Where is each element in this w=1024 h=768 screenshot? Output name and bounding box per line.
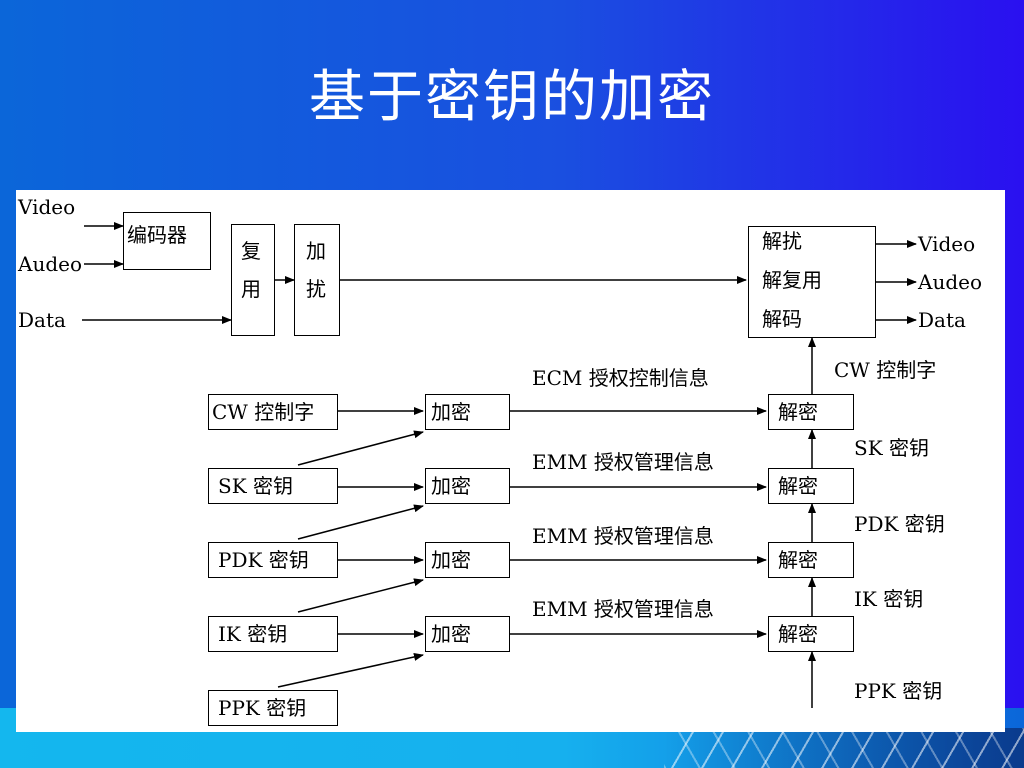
receiver-demux: 解复用 — [762, 268, 822, 292]
pdk-label: PDK 密钥 — [218, 548, 309, 572]
cw-box — [208, 394, 338, 430]
decrypt-label-3: 解密 — [778, 548, 818, 572]
scramble-box — [294, 224, 340, 336]
mux-label-1: 复 — [241, 239, 261, 263]
scramble-label-1: 加 — [306, 239, 326, 263]
mux-box — [231, 224, 275, 336]
decorative-grid — [664, 728, 1024, 768]
receiver-descramble: 解扰 — [762, 229, 802, 253]
encoder-label: 编码器 — [127, 223, 187, 247]
decrypt-label-4: 解密 — [778, 622, 818, 646]
ppk-label: PPK 密钥 — [218, 696, 307, 720]
output-audio-label: Audeo — [918, 270, 983, 294]
sk-box — [208, 468, 338, 504]
input-data-label: Data — [18, 308, 66, 332]
output-data-label: Data — [918, 308, 966, 332]
encrypt-label-4: 加密 — [431, 622, 471, 646]
decrypt-box-2 — [768, 468, 854, 504]
right-pdk-label: PDK 密钥 — [854, 512, 945, 536]
right-ppk-label: PPK 密钥 — [854, 679, 943, 703]
output-video-label: Video — [918, 232, 976, 256]
encrypt-box-4 — [425, 616, 510, 652]
ik-box — [208, 616, 338, 652]
connector-lines — [82, 222, 917, 708]
scramble-label-2: 扰 — [306, 277, 326, 301]
right-sk-label: SK 密钥 — [854, 436, 929, 460]
right-cw-label: CW 控制字 — [834, 358, 937, 382]
emm-message-label-3: EMM 授权管理信息 — [532, 597, 714, 621]
encrypt-label-2: 加密 — [431, 474, 471, 498]
mux-label-2: 用 — [241, 277, 261, 301]
sk-label: SK 密钥 — [218, 474, 293, 498]
slide-title: 基于密钥的加密 — [309, 65, 715, 130]
cw-label: CW 控制字 — [212, 400, 315, 424]
ecm-message-label: ECM 授权控制信息 — [532, 366, 709, 390]
emm-message-label-2: EMM 授权管理信息 — [532, 524, 714, 548]
ik-label: IK 密钥 — [218, 622, 288, 646]
encrypt-label-1: 加密 — [431, 400, 471, 424]
ppk-box — [208, 690, 338, 726]
right-ik-label: IK 密钥 — [854, 587, 924, 611]
decrypt-label-2: 解密 — [778, 474, 818, 498]
emm-message-label-1: EMM 授权管理信息 — [532, 450, 714, 474]
input-audio-label: Audeo — [18, 252, 83, 276]
decrypt-box-3 — [768, 542, 854, 578]
encoder-box — [123, 212, 211, 270]
decrypt-label-1: 解密 — [778, 400, 818, 424]
encrypt-box-2 — [425, 468, 510, 504]
receiver-decode: 解码 — [762, 307, 802, 331]
input-video-label: Video — [18, 195, 76, 219]
decrypt-box-1 — [768, 394, 854, 430]
encrypt-box-1 — [425, 394, 510, 430]
decrypt-box-4 — [768, 616, 854, 652]
encrypt-box-3 — [425, 542, 510, 578]
encrypt-label-3: 加密 — [431, 548, 471, 572]
pdk-box — [208, 542, 338, 578]
diagram-panel: Video Audeo Data 编码器 复 用 加 扰 解扰 解复用 解码 V… — [16, 190, 1005, 732]
receiver-box — [748, 226, 876, 338]
